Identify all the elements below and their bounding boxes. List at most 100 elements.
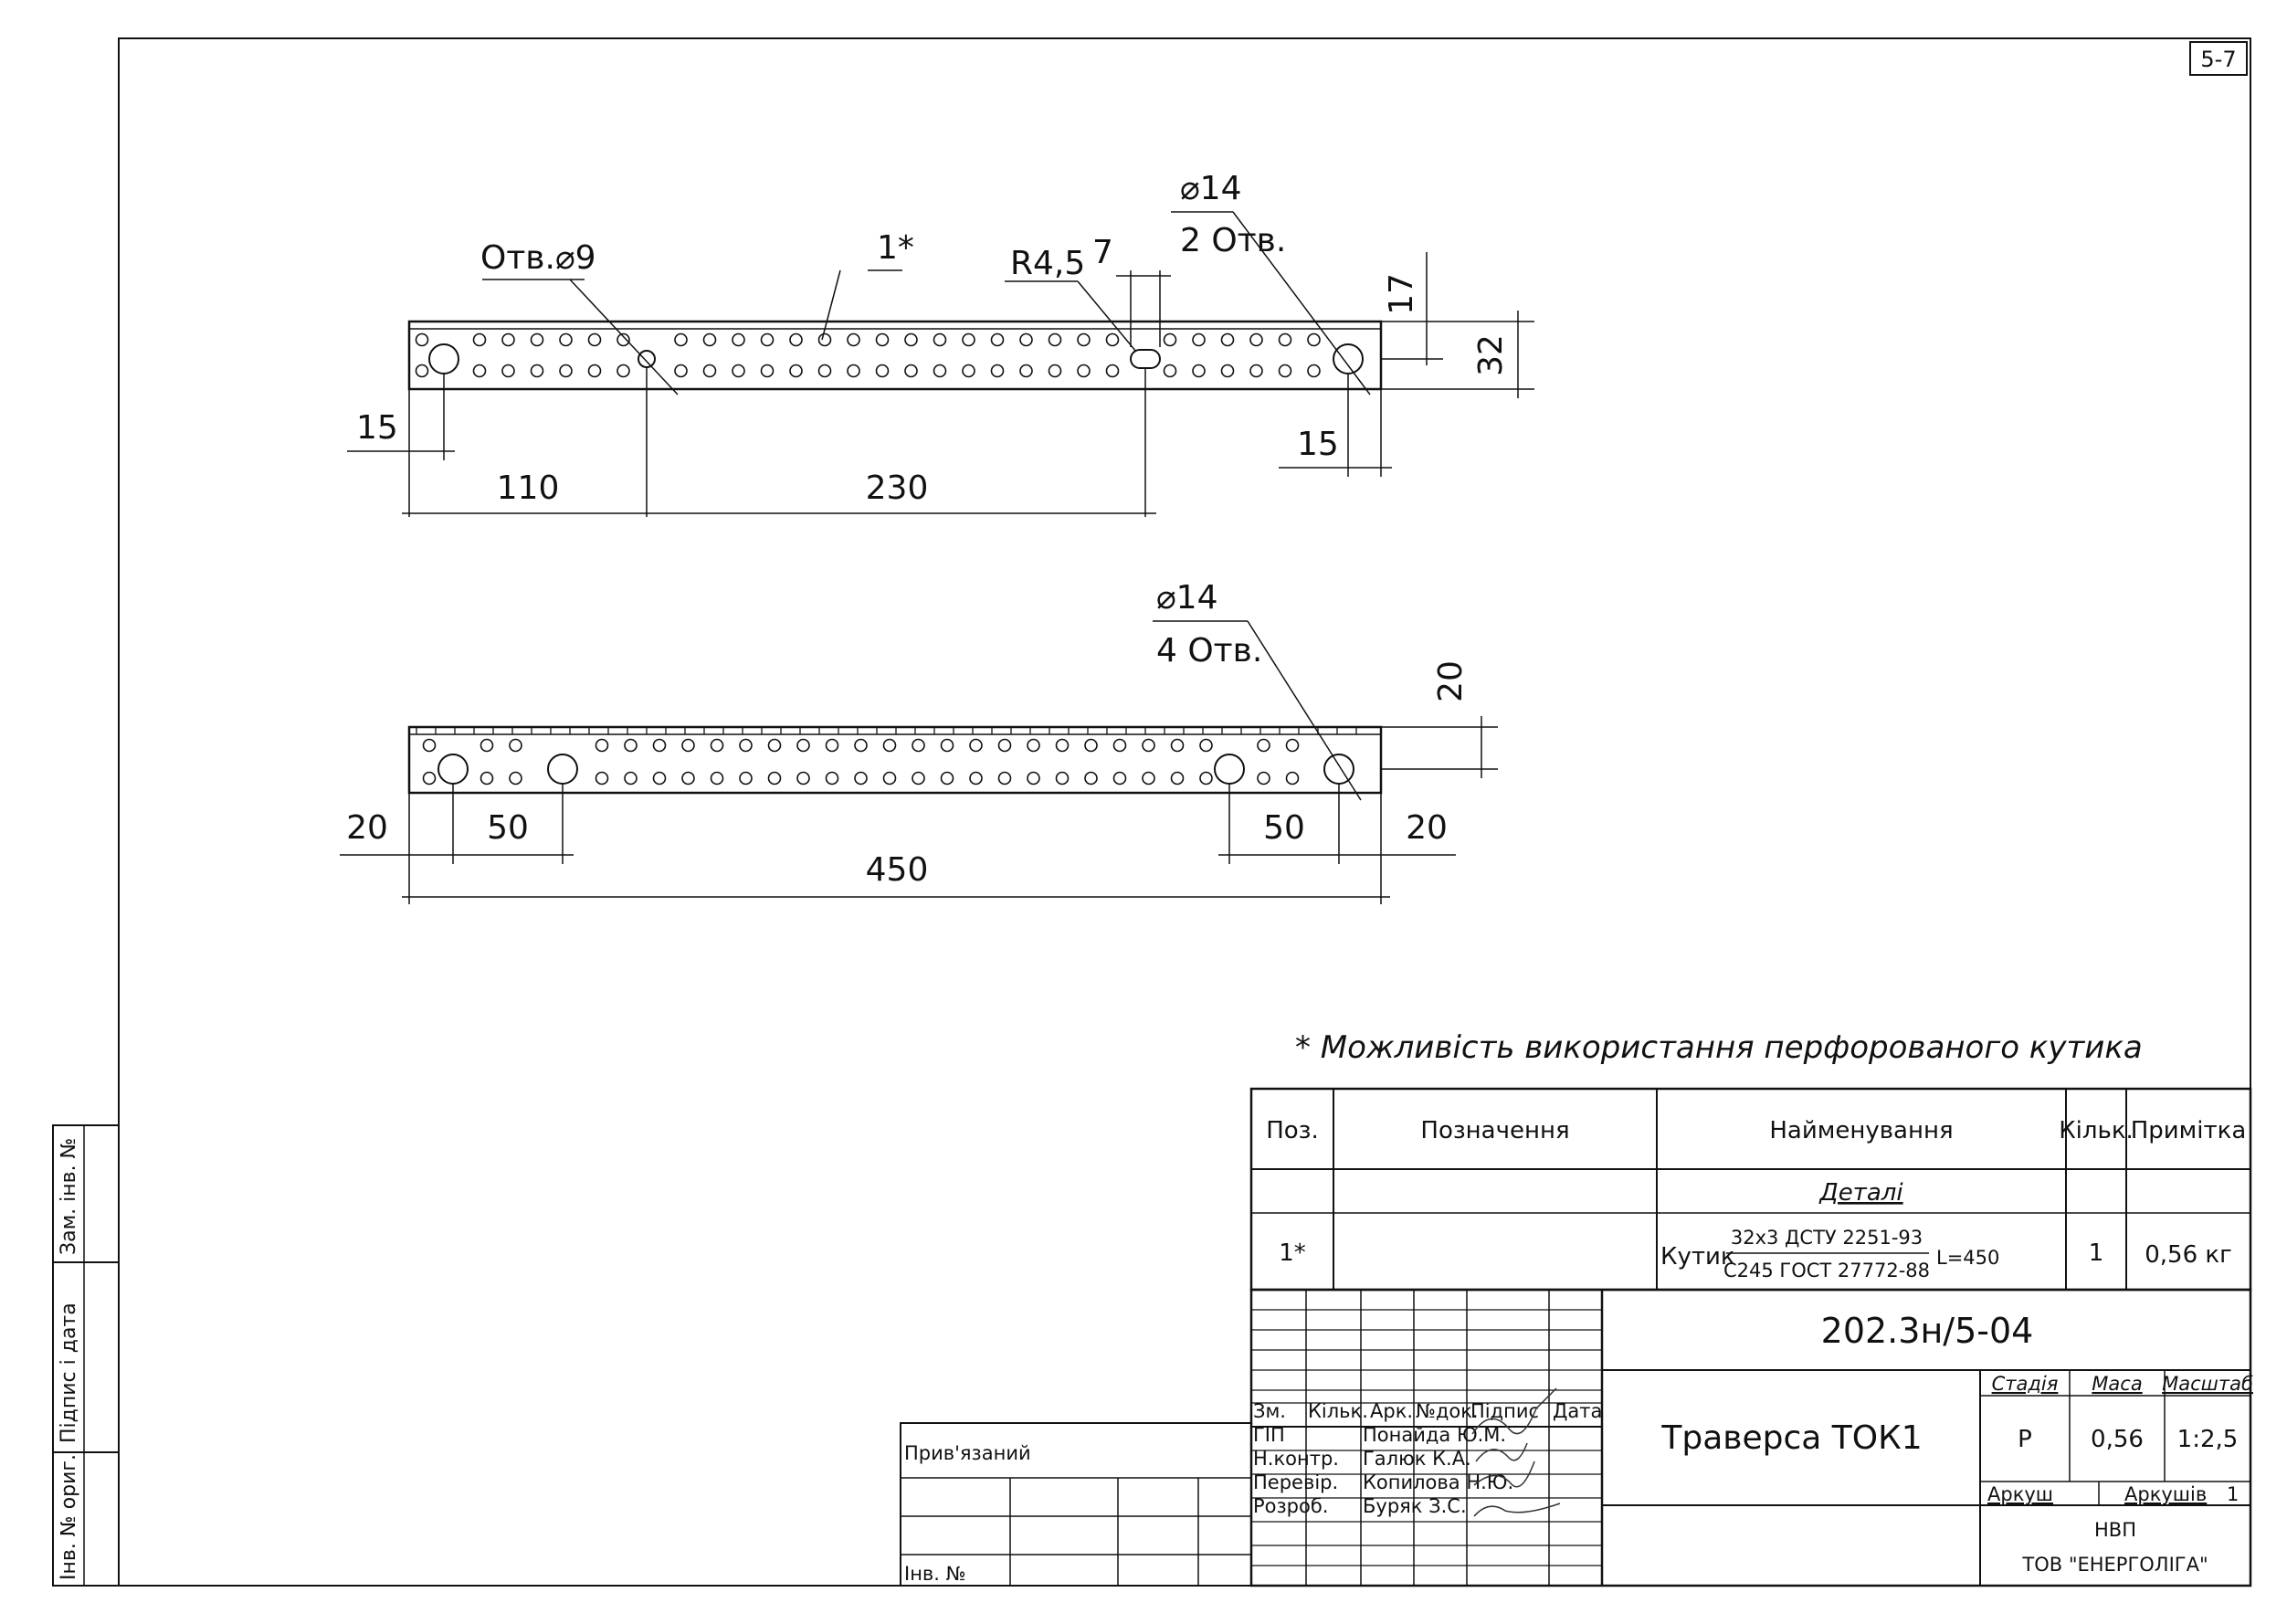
perforation-hole [940, 738, 954, 753]
perforation-hole [767, 771, 782, 786]
view2-right20-label: 20 [1406, 809, 1448, 847]
view1-perforation-row-top [415, 332, 1321, 347]
perforation-hole [739, 738, 753, 753]
perforation-hole [1027, 738, 1040, 753]
perforation-hole [1257, 771, 1270, 786]
view2-perforation-row-bottom [422, 771, 1300, 786]
perforation-hole [933, 332, 947, 347]
perforation-hole [1163, 364, 1177, 378]
sheets-label: Аркушів [2124, 1483, 2207, 1505]
perforation-hole [702, 332, 717, 347]
view1-hole14-count-label: 2 Отв. [1180, 222, 1286, 259]
company-line1: НВП [2094, 1519, 2136, 1541]
scale-label: Масштаб [2162, 1373, 2253, 1395]
role-gip: ГІП [1253, 1424, 1285, 1446]
rev-header-docno: №док. [1416, 1400, 1479, 1422]
perforation-hole [624, 771, 638, 786]
perforation-hole [617, 364, 630, 378]
mass-label: Маса [2092, 1373, 2142, 1395]
view2-perforation-row-top [422, 738, 1300, 753]
perforation-hole [674, 364, 688, 378]
perforation-hole [595, 738, 609, 753]
mass-value: 0,56 [2091, 1426, 2144, 1453]
perforation-hole [1112, 738, 1127, 753]
sheet-label: Аркуш [1987, 1483, 2053, 1505]
perforation-hole [789, 332, 803, 347]
name-developed: Буряк З.С. [1363, 1495, 1467, 1517]
perforation-hole [681, 738, 695, 753]
title-block: Зм. Кільк. Арк. №док. Підпис Дата ГІП По… [1249, 1288, 2253, 1587]
perforation-hole [480, 771, 494, 786]
perforation-hole [1220, 332, 1235, 347]
perforation-hole [509, 738, 522, 753]
name-checked: Копилова Н.Ю. [1363, 1471, 1513, 1493]
perforation-hole [1027, 771, 1040, 786]
side-stamp-replaced-inv: Зам. інв. № [58, 1138, 80, 1256]
view2-left50-label: 50 [487, 809, 529, 847]
perforation-hole [817, 332, 832, 347]
attached-block: Прив'язаний Інв. № [900, 1422, 1252, 1587]
view2-bar [407, 725, 1383, 795]
perforation-hole [559, 364, 573, 378]
view2-hole14-count-label: 4 Отв. [1156, 632, 1262, 670]
perforation-hole [962, 364, 975, 378]
inventory-label: Інв. № [904, 1563, 966, 1585]
view1-perforation-row-bottom [415, 364, 1321, 378]
spec-row-name-prefix: Кутик [1660, 1243, 1735, 1271]
doc-code: 202.3н/5-04 [1821, 1311, 2034, 1351]
view2-edge-marks [416, 727, 1357, 734]
perforation-hole [1192, 332, 1206, 347]
perforation-hole [990, 364, 1005, 378]
perforation-hole [624, 738, 638, 753]
view2-hole14-dia-label: ⌀14 [1156, 579, 1217, 617]
perforation-hole [530, 332, 544, 347]
perforation-hole [652, 738, 667, 753]
sheet-number: 5-7 [2200, 47, 2236, 72]
perforation-hole [1055, 738, 1070, 753]
spec-row-pos: 1* [1279, 1239, 1306, 1267]
perforation-hole [415, 364, 429, 378]
view1-dim230-label: 230 [866, 469, 929, 507]
perforation-hole [422, 771, 437, 786]
side-stamp: Інв. № ориг. Підпис і дата Зам. інв. № [52, 1124, 120, 1587]
role-norm-control: Н.контр. [1253, 1448, 1339, 1470]
perforation-hole [1077, 364, 1091, 378]
sheets-count: 1 [2227, 1483, 2239, 1505]
side-stamp-orig-inv: Інв. № ориг. [58, 1454, 80, 1580]
perforation-hole [702, 364, 717, 378]
view1-dim110-label: 110 [497, 469, 560, 507]
perforation-hole [587, 364, 602, 378]
perforation-hole [1170, 738, 1185, 753]
spec-section-details: Деталі [1818, 1179, 1903, 1207]
perforation-hole [796, 771, 810, 786]
stage-value: Р [2018, 1426, 2032, 1453]
spec-row-note: 0,56 кг [2145, 1241, 2232, 1269]
perforation-hole [1142, 738, 1155, 753]
view1-bar [407, 320, 1383, 391]
perforation-hole [674, 332, 688, 347]
perforation-hole [962, 332, 975, 347]
perforation-hole [559, 332, 573, 347]
signatures [1471, 1387, 1561, 1517]
view1-position-label: 1* [877, 229, 914, 267]
perforation-hole [904, 332, 918, 347]
view1-height17-label: 17 [1383, 273, 1420, 315]
view1-right15-label: 15 [1297, 426, 1339, 463]
side-stamp-sign-date: Підпис і дата [58, 1302, 80, 1443]
perforation-hole [1163, 332, 1177, 347]
perforation-hole [422, 738, 437, 753]
view1-hole9-label: Отв.⌀9 [480, 239, 596, 277]
perforation-hole [1112, 771, 1127, 786]
perforation-hole [1170, 771, 1185, 786]
view1-slot-width-label: 7 [1092, 234, 1113, 271]
perforation-hole [796, 738, 810, 753]
perforation-hole [1019, 364, 1033, 378]
name-gip: Понайда Ю.М. [1363, 1424, 1506, 1446]
perforation-hole [480, 738, 494, 753]
attached-label: Прив'язаний [904, 1442, 1031, 1464]
perforation-hole [997, 771, 1012, 786]
perforation-hole [509, 771, 522, 786]
perforation-hole [940, 771, 954, 786]
perforation-hole [1105, 332, 1120, 347]
spec-header-qty: Кільк. [2059, 1117, 2134, 1144]
